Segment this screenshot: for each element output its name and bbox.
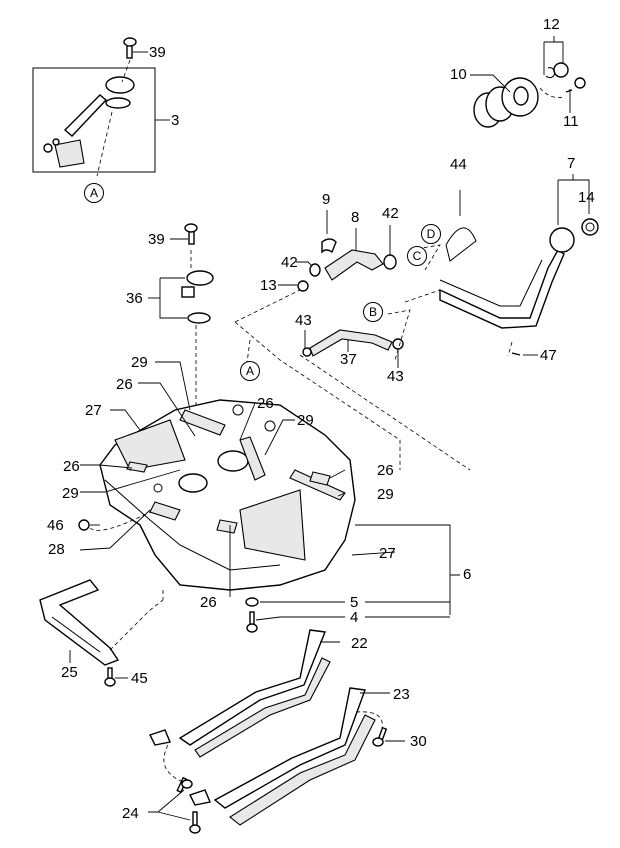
filler-neck-7 bbox=[439, 174, 599, 357]
callout-14: 14 bbox=[578, 189, 595, 206]
callout-26-d: 26 bbox=[377, 462, 394, 479]
callout-26-c: 26 bbox=[63, 458, 80, 475]
callout-26-e: 26 bbox=[200, 594, 217, 611]
strap-23 bbox=[189, 687, 390, 826]
callout-13: 13 bbox=[260, 277, 277, 294]
callout-23: 23 bbox=[393, 686, 410, 703]
callout-26-a: 26 bbox=[116, 376, 133, 393]
bolt-45 bbox=[104, 667, 128, 687]
bolt-30 bbox=[372, 726, 405, 747]
bolts-24 bbox=[148, 744, 201, 834]
callout-27-b: 27 bbox=[379, 545, 396, 562]
callout-8: 8 bbox=[351, 209, 360, 226]
clip-9 bbox=[321, 210, 337, 254]
callout-22: 22 bbox=[351, 635, 368, 652]
callout-24: 24 bbox=[122, 805, 139, 822]
callout-37: 37 bbox=[340, 351, 357, 368]
callout-5: 5 bbox=[350, 594, 359, 611]
callout-29-a: 29 bbox=[131, 354, 148, 371]
fuel-tank-6 bbox=[99, 399, 460, 615]
callout-10: 10 bbox=[450, 66, 467, 83]
reference-a-pump: A bbox=[84, 183, 104, 203]
reference-d: D bbox=[421, 224, 441, 244]
callout-47: 47 bbox=[540, 347, 557, 364]
callout-43-left: 43 bbox=[295, 312, 312, 329]
callout-39-sender: 39 bbox=[148, 231, 165, 248]
protector-25 bbox=[39, 579, 164, 666]
reference-b: B bbox=[363, 302, 383, 322]
reference-c: C bbox=[407, 246, 427, 266]
callout-11: 11 bbox=[563, 113, 579, 130]
callout-26-b: 26 bbox=[257, 395, 274, 412]
callout-30: 30 bbox=[410, 733, 427, 750]
callout-28: 28 bbox=[48, 541, 65, 558]
callout-7: 7 bbox=[567, 155, 576, 172]
strap-22 bbox=[149, 629, 340, 758]
callout-42-left: 42 bbox=[281, 254, 298, 271]
callout-44: 44 bbox=[450, 156, 467, 173]
callout-6: 6 bbox=[463, 566, 472, 583]
strap-44 bbox=[445, 190, 477, 262]
filler-cap-assembly bbox=[470, 36, 586, 128]
callout-12: 12 bbox=[543, 16, 560, 33]
callout-3: 3 bbox=[171, 112, 180, 129]
hose-37 bbox=[302, 329, 404, 368]
screw-39-top bbox=[121, 37, 148, 83]
callout-43-right: 43 bbox=[387, 368, 404, 385]
callout-39-top: 39 bbox=[149, 44, 166, 61]
hose-8 bbox=[324, 228, 384, 281]
callout-29-b: 29 bbox=[297, 412, 314, 429]
sender-36 bbox=[148, 223, 214, 460]
callout-45: 45 bbox=[131, 670, 148, 687]
callout-29-c: 29 bbox=[62, 485, 79, 502]
callout-9: 9 bbox=[322, 191, 331, 208]
callout-42-right: 42 bbox=[382, 205, 399, 222]
clamps-42-13 bbox=[278, 225, 397, 292]
fuel-pump-assembly bbox=[32, 67, 170, 177]
bolt-4 bbox=[246, 611, 450, 633]
reference-a-tank: A bbox=[240, 361, 260, 381]
callout-46: 46 bbox=[47, 517, 64, 534]
washer-5 bbox=[245, 597, 450, 607]
callout-36: 36 bbox=[126, 290, 143, 307]
callout-4: 4 bbox=[350, 609, 359, 626]
nut-46 bbox=[78, 511, 151, 531]
callout-27-a: 27 bbox=[85, 402, 102, 419]
callout-25: 25 bbox=[61, 664, 78, 681]
callout-29-d: 29 bbox=[377, 486, 394, 503]
